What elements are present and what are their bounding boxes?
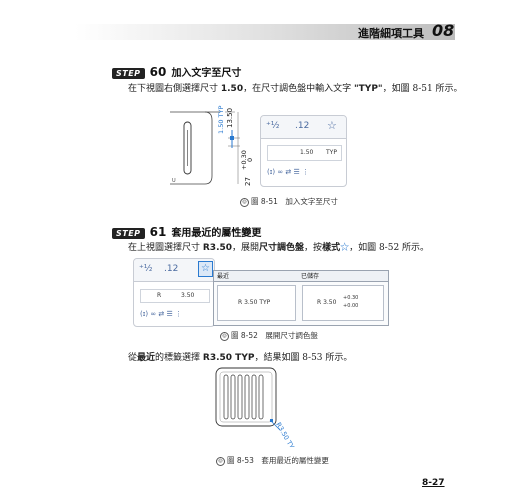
dimension-palette-expanded[interactable]: ⁺¹⁄₂ .12 ☆ R 3.50 (ɪ) ∞ ⇄ ☰ ⋮ — [133, 258, 215, 327]
step-60-instruction: 在下視圖右側選擇尺寸 1.50，在尺寸調色盤中輸入文字 "TYP"，如圖 8-5… — [128, 84, 463, 94]
dimension-prefix: R — [157, 292, 162, 299]
style-star-inline-icon: ☆ — [340, 243, 350, 253]
justify-icon[interactable]: ☰ — [293, 168, 300, 176]
dim-tol2-text: 0 — [246, 158, 254, 162]
caption-icon: ◎ — [220, 331, 229, 341]
tolerance-icon[interactable]: ⁺¹⁄₂ — [139, 264, 153, 274]
dimension-value: 3.50 — [181, 292, 195, 299]
step-number: 61 — [149, 225, 167, 239]
inner-outline — [219, 371, 273, 423]
saved-header: 已儲存 — [298, 271, 388, 282]
figure-8-53-caption: ◎圖 8-53 套用最近的屬性變更 — [216, 455, 329, 466]
precision-icon[interactable]: .12 — [164, 264, 179, 274]
saved-style-item[interactable]: R 3.50 +0.30 +0.00 — [302, 285, 384, 321]
text-style-icon[interactable]: (ɪ) — [140, 310, 149, 318]
figure-8-51-caption: ◎圖 8-51 加入文字至尺寸 — [240, 196, 338, 207]
style-star-button[interactable]: ☆ — [198, 261, 213, 277]
outline-curve — [204, 111, 213, 185]
part-outline — [215, 367, 277, 427]
dimension-palette[interactable]: ⁺¹⁄₂ .12 ☆ 1.50 TYP (ɪ) ∞ ⇄ ☰ ⋮ — [260, 115, 347, 187]
dimension-value-row[interactable]: R 3.50 — [140, 289, 210, 303]
palette-toolbar: ⁺¹⁄₂ .12 ☆ — [134, 259, 214, 282]
slot — [183, 121, 192, 175]
step-61-instruction: 在上視圖選擇尺寸 R3.50，展開尺寸調色盤，按樣式☆，如圖 8-52 所示。 — [128, 243, 430, 253]
dimension-text-typ[interactable]: TYP — [326, 149, 337, 156]
step-badge: STEP — [112, 228, 145, 239]
slots — [223, 374, 264, 420]
chapter-title: 進階細項工具 — [358, 27, 424, 40]
step-badge: STEP — [112, 68, 145, 79]
palette-bottom-bar: (ɪ) ∞ ⇄ ☰ ⋮ — [267, 168, 340, 180]
chain-icon[interactable]: ∞ — [277, 168, 284, 176]
arrow-icon[interactable]: ⇄ — [285, 168, 292, 176]
more-icon[interactable]: ⋮ — [175, 310, 183, 318]
chapter-number: 08 — [432, 21, 455, 40]
step-title: 加入文字至尺寸 — [171, 68, 242, 79]
precision-icon[interactable]: .12 — [295, 121, 310, 131]
step-61-result-text: 從最近的標籤選擇 R3.50 TYP，結果如圖 8-53 所示。 — [128, 353, 353, 363]
palette-bottom-bar: (ɪ) ∞ ⇄ ☰ ⋮ — [140, 310, 208, 322]
dimension-value: 1.50 — [300, 149, 314, 156]
step-number: 60 — [149, 65, 167, 79]
step-61-heading: STEP 61 套用最近的屬性變更 — [112, 221, 261, 240]
recent-header: 最近 — [214, 271, 301, 282]
chapter-header-band — [75, 24, 455, 40]
caption-icon: ◎ — [240, 197, 249, 207]
styles-flyout: 最近 已儲存 R 3.50 TYP R 3.50 +0.30 +0.00 — [213, 270, 389, 326]
figure-8-52-caption: ◎圖 8-52 展開尺寸調色盤 — [220, 330, 318, 341]
dimension-value-row[interactable]: 1.50 TYP — [267, 145, 342, 161]
figure-8-51-drawing: U 1.50 TYP 13.50 +0.30 0 27 — [170, 106, 254, 186]
figure-8-53-drawing: R3.50 TYP — [215, 367, 298, 447]
tolerance-icon[interactable]: ⁺¹⁄₂ — [266, 121, 280, 131]
edge-letter: U — [172, 178, 176, 184]
radius-dimension-label: R3.50 TYP — [274, 421, 297, 447]
dim-tol-text: +0.30 — [240, 150, 248, 170]
caption-icon: ◎ — [216, 456, 225, 466]
arrow-icon[interactable]: ⇄ — [158, 310, 165, 318]
dim-top-text: 13.50 — [226, 108, 234, 128]
more-icon[interactable]: ⋮ — [302, 168, 310, 176]
style-star-icon[interactable]: ☆ — [327, 119, 337, 132]
dim-typ-text: 1.50 TYP — [217, 106, 225, 134]
selected-dimension-grip — [230, 136, 234, 140]
palette-toolbar: ⁺¹⁄₂ .12 ☆ — [261, 116, 346, 139]
selected-grip — [270, 419, 273, 422]
step-60-heading: STEP 60 加入文字至尺寸 — [112, 61, 241, 80]
justify-icon[interactable]: ☰ — [166, 310, 173, 318]
recent-style-item[interactable]: R 3.50 TYP — [217, 285, 296, 321]
page-number: 8-27 — [422, 478, 445, 488]
dim-bottom-text: 27 — [244, 177, 252, 186]
text-style-icon[interactable]: (ɪ) — [267, 168, 276, 176]
step-title: 套用最近的屬性變更 — [171, 228, 262, 239]
chain-icon[interactable]: ∞ — [150, 310, 157, 318]
